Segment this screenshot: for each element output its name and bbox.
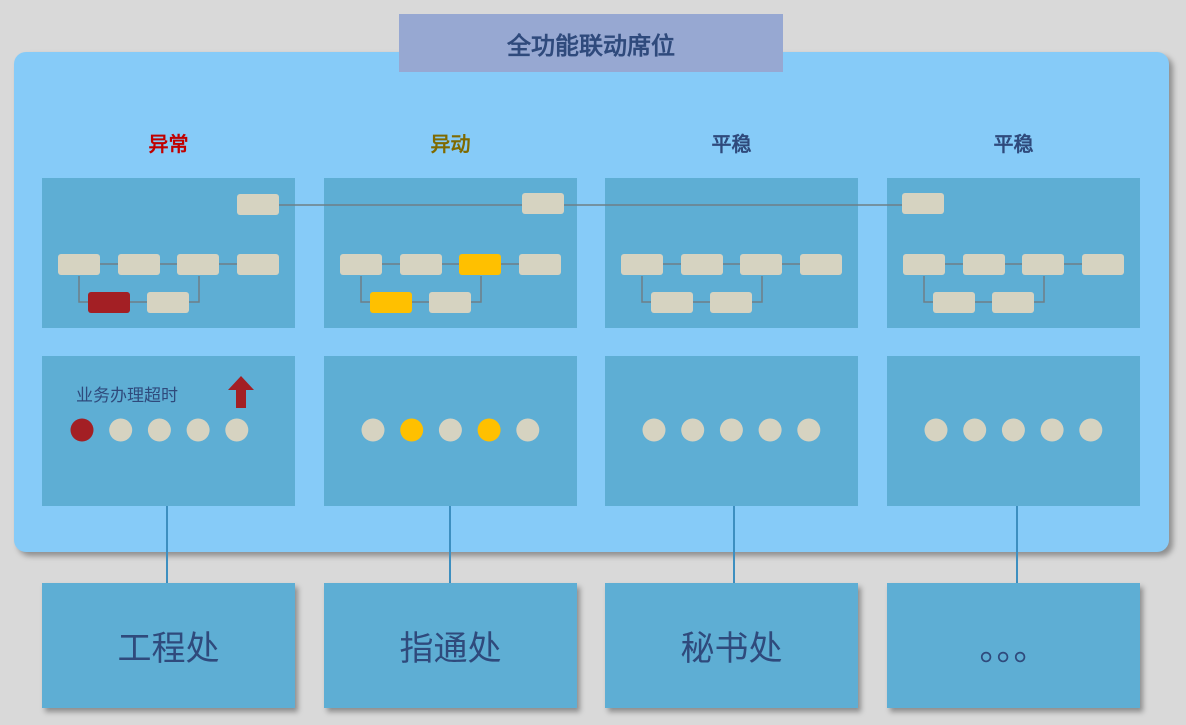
status-dot (719, 418, 743, 442)
alert-text: 业务办理超时 (76, 386, 178, 406)
status-dot (1001, 418, 1025, 442)
status-dot (70, 418, 94, 442)
status-dot (361, 418, 385, 442)
flow-node (963, 254, 1005, 275)
flow-node (933, 292, 975, 313)
department-box-4: 。。。 (887, 583, 1140, 708)
top-node (237, 194, 279, 215)
status-dot (1040, 418, 1064, 442)
flow-node (370, 292, 412, 313)
flow-node (992, 292, 1034, 313)
flow-node (710, 292, 752, 313)
flow-node (651, 292, 693, 313)
flow-node (429, 292, 471, 313)
department-box-3: 秘书处 (605, 583, 858, 708)
flow-node (681, 254, 723, 275)
status-dot (642, 418, 666, 442)
flow-node (1022, 254, 1064, 275)
flow-node (800, 254, 842, 275)
loop-link-line (78, 276, 200, 303)
flow-node (1082, 254, 1124, 275)
loop-link-line (641, 276, 763, 303)
flow-node (177, 254, 219, 275)
status-dot (186, 418, 210, 442)
up-arrow-icon (228, 376, 254, 408)
status-dot (147, 418, 171, 442)
status-dot (225, 418, 249, 442)
status-dot (797, 418, 821, 442)
flow-node (340, 254, 382, 275)
flow-node (459, 254, 501, 275)
status-label-3: 平稳 (711, 132, 752, 156)
status-dot (924, 418, 948, 442)
top-node (522, 193, 564, 214)
flow-node (400, 254, 442, 275)
flow-node (58, 254, 100, 275)
loop-link-line (360, 276, 482, 303)
connector-line-4 (1016, 506, 1018, 583)
status-dot (109, 418, 133, 442)
flow-node (88, 292, 130, 313)
connector-line-3 (733, 506, 735, 583)
status-label-4: 平稳 (993, 132, 1034, 156)
status-dot (438, 418, 462, 442)
top-node (902, 193, 944, 214)
status-dot (400, 418, 424, 442)
flow-node (519, 254, 561, 275)
status-dot (516, 418, 540, 442)
connector-line-1 (166, 506, 168, 583)
status-label-1: 异常 (148, 132, 189, 156)
flow-node (118, 254, 160, 275)
panel-title: 全功能联动席位 (399, 14, 783, 72)
flow-node (740, 254, 782, 275)
flow-node (147, 292, 189, 313)
department-box-1: 工程处 (42, 583, 295, 708)
flow-node (237, 254, 279, 275)
status-dot (758, 418, 782, 442)
connector-line-2 (449, 506, 451, 583)
department-box-2: 指通处 (324, 583, 577, 708)
status-label-2: 异动 (430, 132, 471, 156)
status-dot (1079, 418, 1103, 442)
flow-node (621, 254, 663, 275)
status-dot (477, 418, 501, 442)
status-dot (963, 418, 987, 442)
loop-link-line (923, 276, 1045, 303)
status-dot (681, 418, 705, 442)
flow-node (903, 254, 945, 275)
